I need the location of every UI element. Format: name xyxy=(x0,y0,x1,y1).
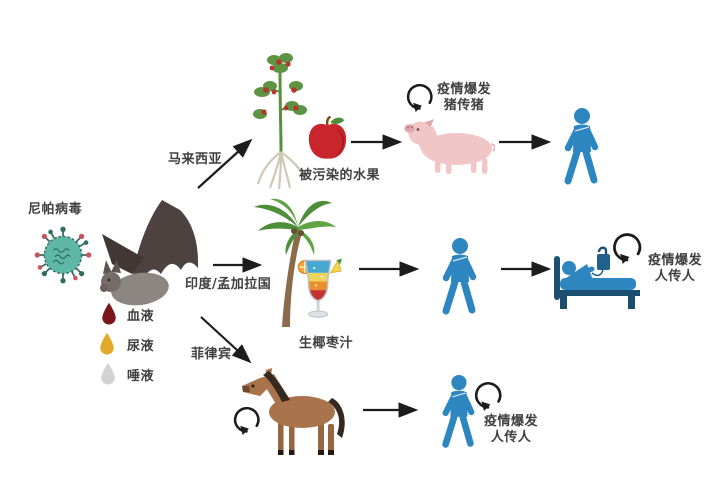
cocktail-icon xyxy=(297,258,343,318)
region-label-philippines: 菲律宾 xyxy=(191,347,232,362)
legend-row-urine: 尿液 xyxy=(98,332,154,356)
fruit-label: 被污染的水果 xyxy=(299,168,381,183)
outbreak-line1: 疫情爆发 xyxy=(436,82,491,97)
virus-icon xyxy=(34,226,92,284)
cycle-arrow-icon xyxy=(233,406,260,436)
walking-person-icon xyxy=(564,108,599,185)
legend-row-saliva: 唾液 xyxy=(99,362,154,386)
outbreak-line2: 人传人 xyxy=(654,269,696,285)
outbreak-label-hospital: 疫情爆发 人传人 xyxy=(643,253,707,286)
virus-label: 尼帕病毒 xyxy=(28,202,83,217)
legend-label-urine: 尿液 xyxy=(127,338,155,354)
hospital-bed-icon xyxy=(554,246,640,309)
cycle-arrow-icon xyxy=(406,83,433,113)
pig-icon xyxy=(404,119,495,174)
cycle-arrow-icon xyxy=(613,233,642,264)
legend-row-blood: 血液 xyxy=(100,302,154,326)
outbreak-line1: 疫情爆发 xyxy=(483,414,538,429)
region-label-india-bangladesh: 印度/孟加拉国 xyxy=(185,277,272,292)
fruit-tree-icon xyxy=(253,53,307,190)
legend-label-blood: 血液 xyxy=(127,308,155,324)
outbreak-label-person: 疫情爆发 人传人 xyxy=(479,414,543,447)
blood-drop-icon xyxy=(102,302,116,325)
outbreak-line2: 人传人 xyxy=(490,430,532,446)
apple-icon xyxy=(308,116,347,159)
legend-label-saliva: 唾液 xyxy=(127,368,155,384)
urine-drop-icon xyxy=(100,332,114,355)
bat-icon xyxy=(100,200,198,306)
region-label-malaysia: 马来西亚 xyxy=(168,152,223,167)
saliva-drop-icon xyxy=(101,362,115,385)
outbreak-label-pig: 疫情爆发 猪传猪 xyxy=(432,82,496,115)
cycle-arrow-icon xyxy=(475,382,502,411)
walking-person-icon xyxy=(442,238,477,315)
palm-tree-icon xyxy=(254,198,336,327)
horse-icon xyxy=(242,368,345,455)
walking-person-icon xyxy=(442,374,475,448)
outbreak-line1: 疫情爆发 xyxy=(647,253,702,268)
outbreak-line2: 猪传猪 xyxy=(443,98,485,114)
juice-label: 生椰枣汁 xyxy=(299,336,354,351)
